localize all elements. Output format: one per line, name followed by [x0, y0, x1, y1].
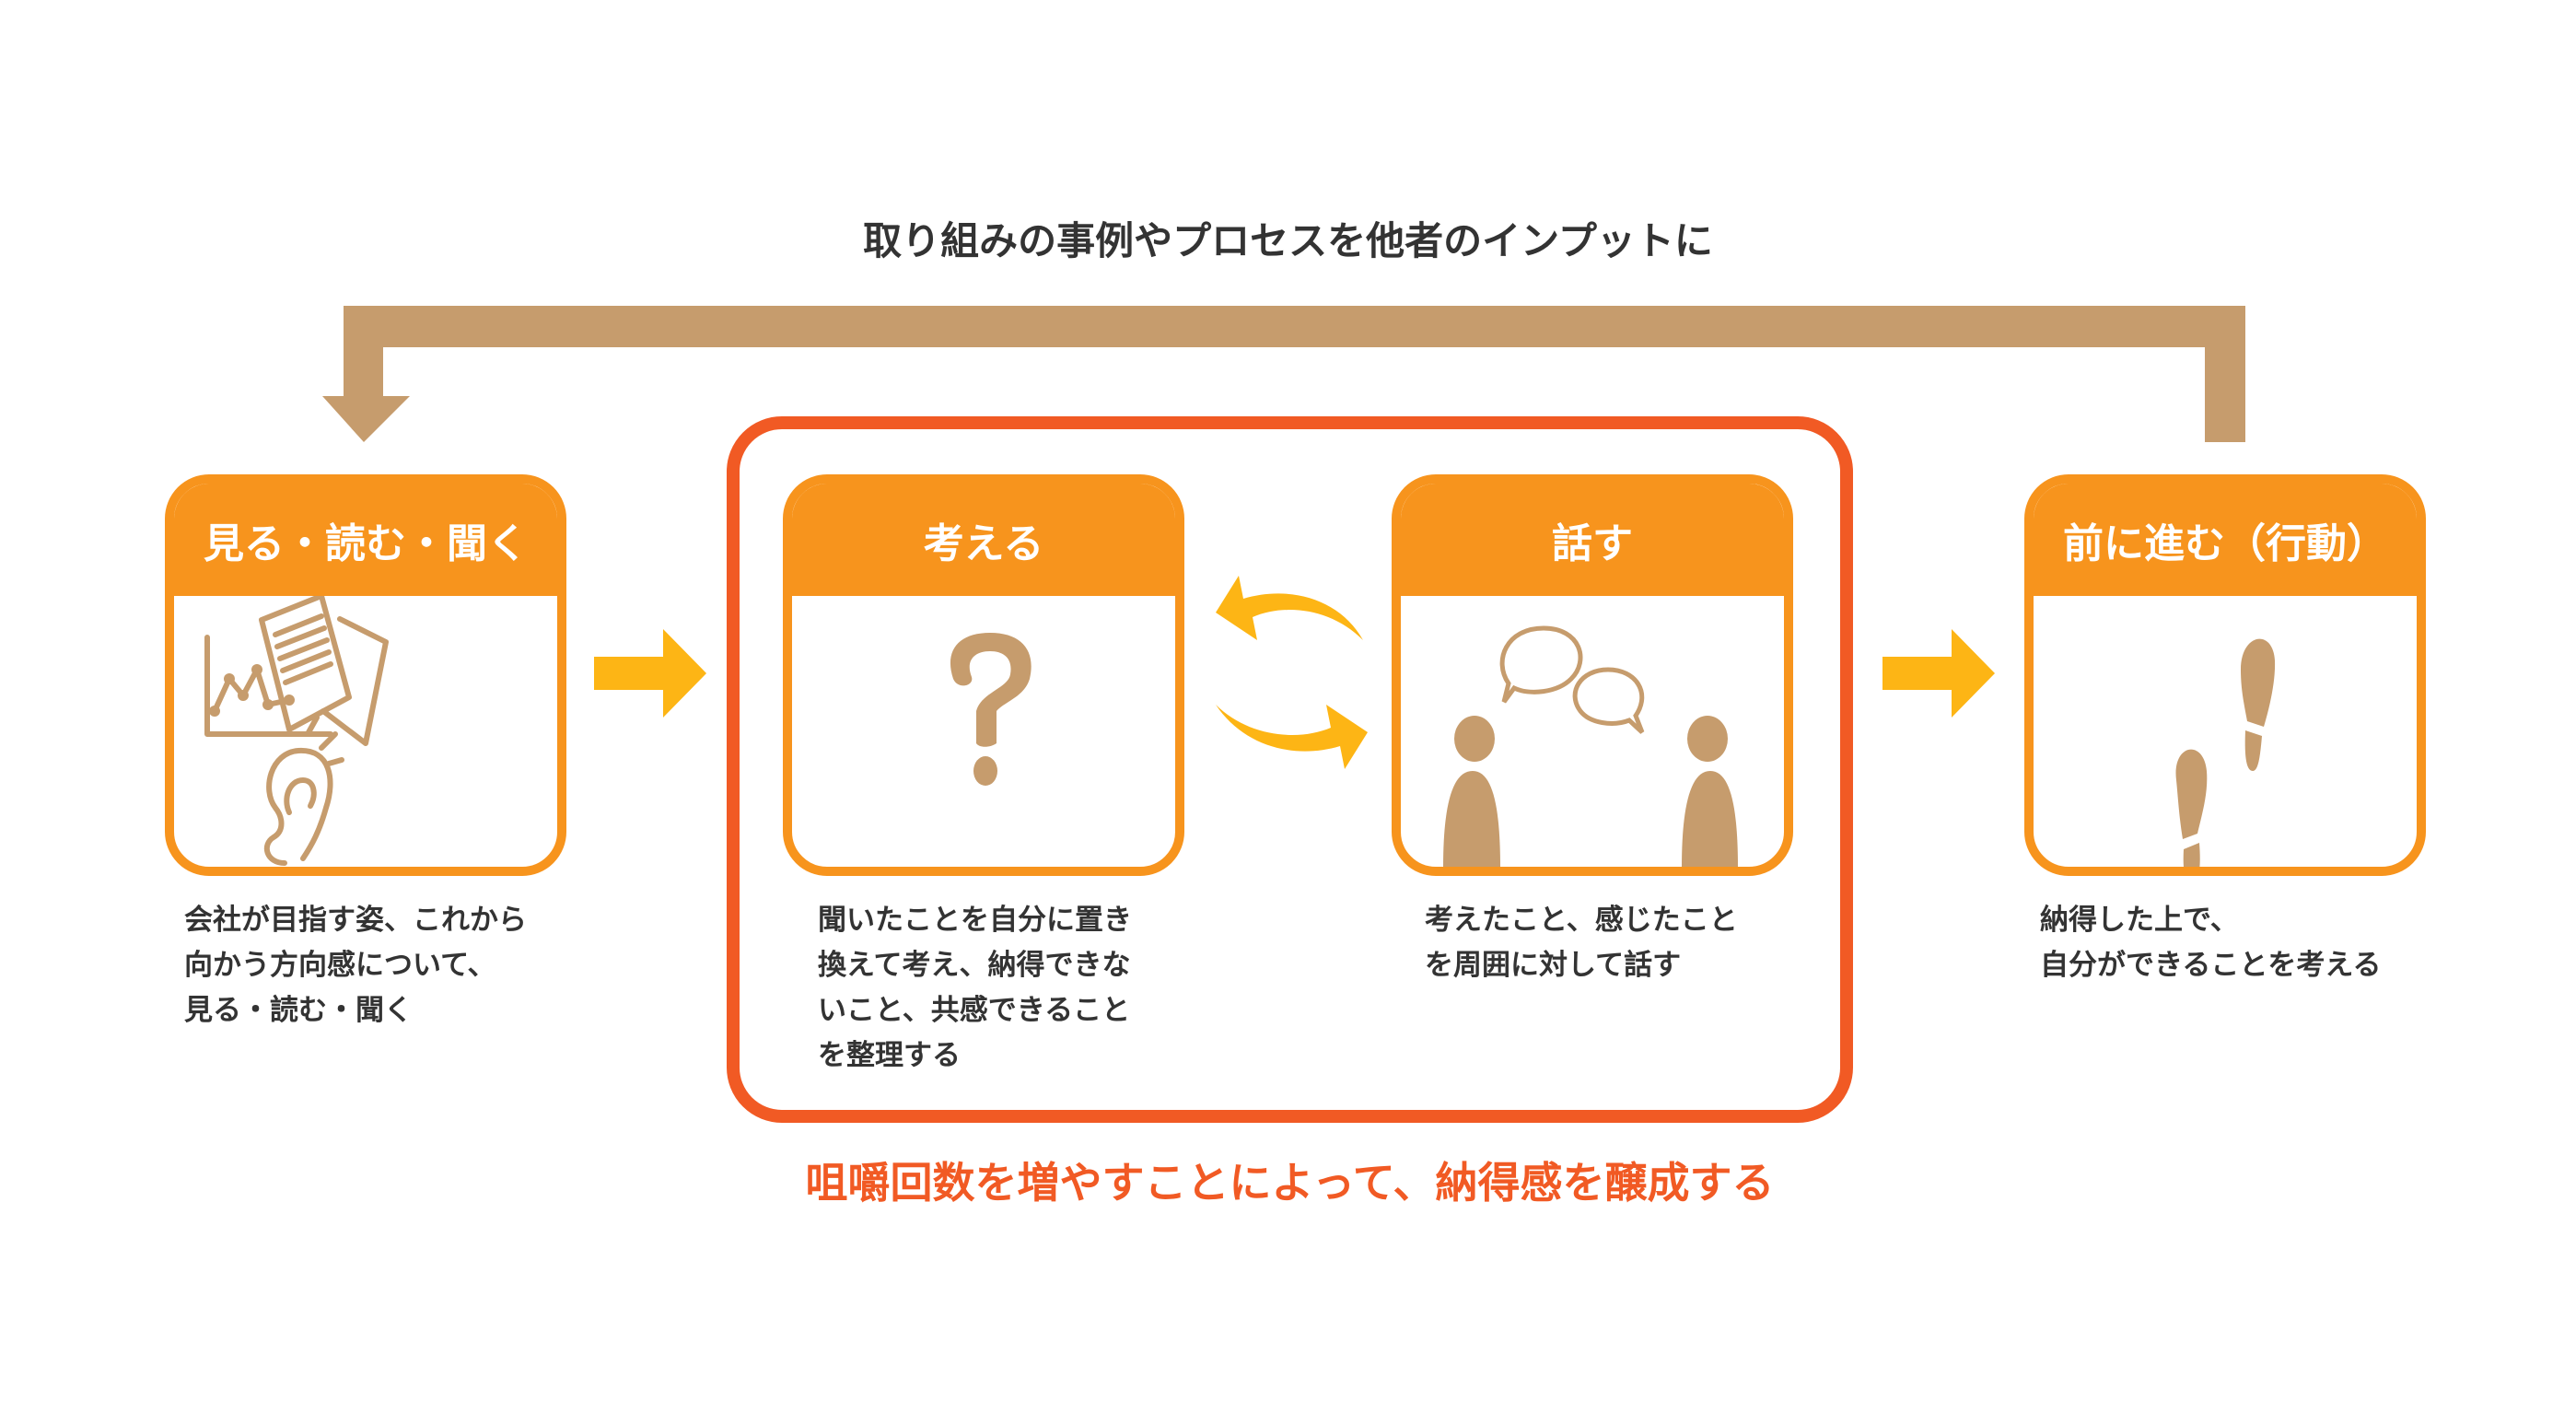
- desc-line: 見る・読む・聞く: [184, 994, 413, 1027]
- desc-line: 換えて考え、納得できな: [818, 949, 1131, 982]
- step-title: 前に進む（行動）: [2034, 484, 2417, 596]
- cycle-arrows-icon: [1216, 576, 1368, 769]
- chart-document-ear-icon: [204, 596, 389, 866]
- step-description: 会社が目指す姿、これから 向かう方向感について、 見る・読む・聞く: [184, 898, 527, 1033]
- step-title: 見る・読む・聞く: [174, 484, 557, 596]
- step-description: 聞いたことを自分に置き 換えて考え、納得できな いこと、共感できること を整理す…: [818, 898, 1132, 1079]
- step-card-see-read-listen: 見る・読む・聞く: [165, 474, 566, 876]
- desc-line: 考えたこと、感じたこと: [1425, 904, 1738, 937]
- desc-line: を整理する: [818, 1039, 961, 1072]
- arrow-right-icon: [1882, 629, 1995, 718]
- step-title: 話す: [1401, 484, 1784, 596]
- desc-line: 納得した上で、: [2040, 904, 2239, 937]
- cycle-frame: [727, 416, 1853, 1123]
- people-talking-icon: [1443, 625, 1738, 867]
- cycle-caption: 咀嚼回数を増やすことによって、納得感を醸成する: [805, 1158, 1775, 1208]
- desc-line: 向かう方向感について、: [184, 949, 496, 982]
- step-description: 考えたこと、感じたこと を周囲に対して話す: [1425, 898, 1738, 988]
- arrow-right-icon: [594, 629, 706, 718]
- feedback-label: 取り組みの事例やプロセスを他者のインプットに: [863, 218, 1713, 263]
- feedback-loop-arrow: [322, 306, 2245, 442]
- question-mark-icon: [950, 633, 1032, 786]
- desc-line: 会社が目指す姿、これから: [184, 904, 527, 937]
- desc-line: 聞いたことを自分に置き: [818, 904, 1132, 937]
- step-card-talk: 話す: [1392, 474, 1793, 876]
- step-card-move-forward: 前に進む（行動）: [2024, 474, 2426, 876]
- desc-line: 自分ができることを考える: [2040, 949, 2382, 982]
- step-card-think: 考える: [783, 474, 1184, 876]
- desc-line: いこと、共感できること: [818, 994, 1131, 1027]
- step-title: 考える: [792, 484, 1175, 596]
- desc-line: を周囲に対して話す: [1425, 949, 1682, 982]
- footprints-icon: [2175, 638, 2276, 867]
- step-description: 納得した上で、 自分ができることを考える: [2040, 898, 2381, 988]
